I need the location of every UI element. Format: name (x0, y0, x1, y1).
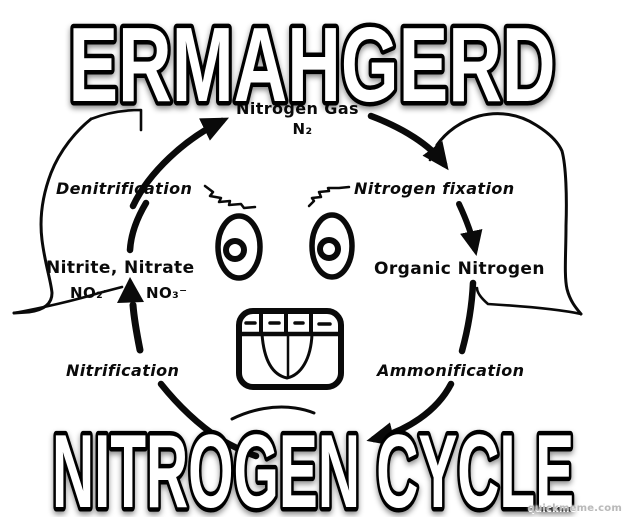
arrow-nitrification-to-nitrite (117, 277, 144, 354)
arrow-fixation-to-organic (456, 201, 483, 257)
right-pupil (317, 237, 341, 261)
left-pupil (223, 238, 247, 262)
label-n2-formula: N₂ (292, 120, 313, 138)
label-denitrification: Denitrification (56, 179, 193, 198)
label-no3-formula: NO₃⁻ (146, 284, 188, 302)
arc-organic-to-ammonification (458, 279, 477, 355)
arc-bottom-to-nitrification (157, 380, 260, 460)
tongue (260, 332, 314, 380)
label-ammonification: Ammonification (377, 361, 525, 380)
meme-bottom-caption: NITROGEN CYCLE (48, 415, 579, 517)
face (203, 184, 355, 421)
meme-bottom-text: NITROGEN CYCLE (52, 415, 574, 517)
cycle-arrows (117, 112, 483, 460)
arrow-gas-to-fixation (367, 112, 449, 171)
chin-line (230, 405, 316, 421)
label-nitrogen-fixation: Nitrogen fixation (354, 179, 515, 198)
right-eyebrow (307, 185, 351, 208)
label-organic-nitrogen: Organic Nitrogen (374, 259, 545, 279)
braces-mouth (236, 308, 344, 390)
left-eyebrow (203, 184, 257, 210)
arc-nitrite-to-denitrification (126, 199, 150, 254)
watermark: quickmeme.com (527, 503, 622, 514)
right-pigtail (428, 112, 583, 316)
label-nitrification: Nitrification (66, 361, 180, 380)
arrow-denitrification-to-gas (129, 117, 230, 210)
label-no2-formula: NO₂⁻ (70, 284, 112, 302)
label-nitrogen-gas: Nitrogen Gas (236, 99, 359, 118)
label-nitrite-nitrate: Nitrite, Nitrate (46, 258, 195, 278)
meme-top-text: ERMAHGERD (69, 6, 556, 120)
arrow-ammonification-to-bottom (366, 380, 455, 447)
left-pigtail (12, 108, 143, 315)
meme-top-caption: ERMAHGERD (64, 2, 560, 121)
